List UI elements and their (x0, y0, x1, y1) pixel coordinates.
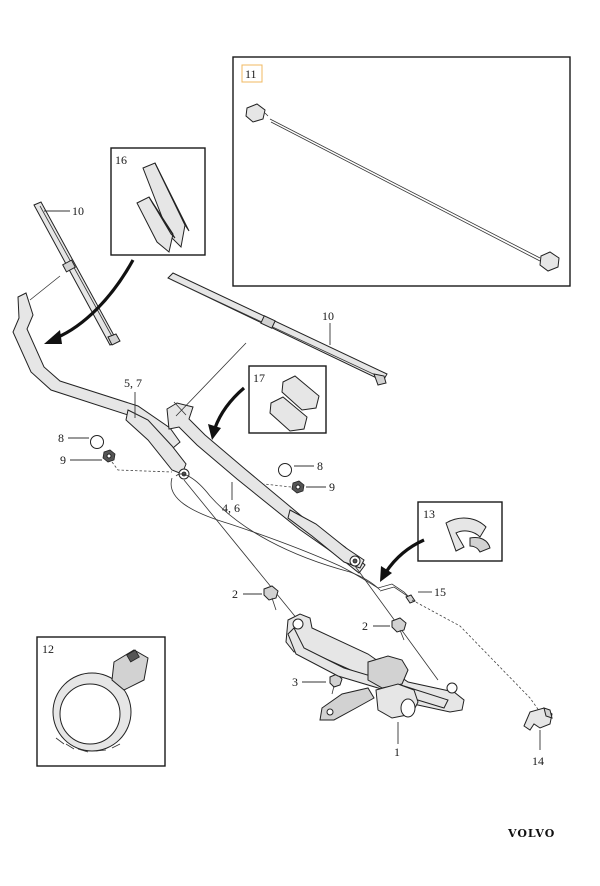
clip-14: 14 (523, 707, 553, 768)
volvo-logo: VOLVO (507, 827, 555, 840)
callout-9-right: 9 (329, 480, 335, 494)
callout-4-6: 4, 6 (222, 501, 240, 515)
wiper-arm-passenger: 4, 6 (166, 402, 366, 574)
callout-11-highlight (241, 64, 263, 83)
leader-lines (29, 275, 541, 713)
end-cap-pair-16 (136, 162, 190, 253)
nut-9-right: 9 (291, 480, 335, 494)
wiper-motor-linkage: 1 (285, 613, 465, 759)
callout-11: 11 (245, 67, 257, 81)
detail-box-13: 13 (417, 501, 503, 562)
wiper-blade-passenger: 10 (167, 272, 388, 386)
detail-box-17: 17 (248, 365, 327, 434)
blade-insert-rubber (245, 103, 560, 272)
callout-10-driver: 10 (72, 204, 84, 218)
cover-8-right: 8 (278, 459, 323, 477)
connector-15: 15 (418, 585, 446, 599)
callout-12: 12 (42, 642, 54, 656)
callout-5-7: 5, 7 (124, 376, 142, 390)
callout-2-left: 2 (232, 587, 238, 601)
detail-box-12: 12 (36, 636, 166, 767)
washer-hoses (170, 473, 416, 604)
callout-8-left: 8 (58, 431, 64, 445)
end-cap-pair-17 (269, 375, 320, 432)
screw-2-left: 2 (232, 585, 279, 611)
callout-3: 3 (292, 675, 298, 689)
callout-8-right: 8 (317, 459, 323, 473)
screw-2-right: 2 (362, 617, 407, 641)
detail-arrows (44, 259, 425, 582)
callout-15: 15 (434, 585, 446, 599)
callout-9-left: 9 (60, 453, 66, 467)
rain-sensor-12 (52, 649, 149, 753)
nut-9-left: 9 (60, 449, 116, 467)
wiper-blade-driver: 10 (33, 201, 121, 346)
hose-clip-13 (445, 517, 491, 553)
callout-16: 16 (115, 153, 127, 167)
callout-14: 14 (532, 754, 544, 768)
callout-2-right: 2 (362, 619, 368, 633)
detail-box-11: 11 (232, 56, 571, 287)
callout-10-passenger: 10 (322, 309, 334, 323)
cover-8-left: 8 (58, 431, 104, 449)
callout-1: 1 (394, 745, 400, 759)
callout-13: 13 (423, 507, 435, 521)
screw-3: 3 (292, 673, 343, 695)
detail-box-16: 16 (110, 147, 206, 256)
callout-17: 17 (253, 371, 265, 385)
